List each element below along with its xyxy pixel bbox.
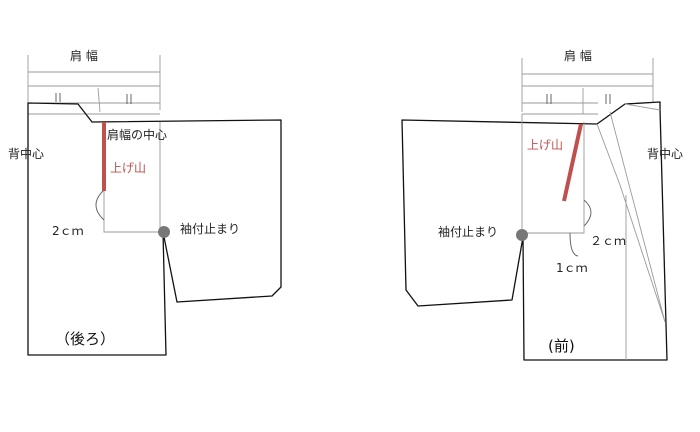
back-body-outline <box>27 102 282 356</box>
front-tuck-label: 上げ山 <box>527 138 563 152</box>
front-panel: 肩 幅 背中心 上げ山 ２ｃｍ 1ｃｍ 袖付止まり (前) <box>401 48 683 361</box>
front-body-outline <box>401 101 668 361</box>
back-sleeve-stop-dot <box>158 226 170 238</box>
front-equal-mark-right <box>605 94 611 104</box>
front-sleeve-stop-dot <box>516 229 528 241</box>
front-equal-mark-left <box>546 94 552 104</box>
front-shoulder-width-label: 肩 幅 <box>564 48 592 63</box>
back-allowance-label: 2ｃｍ <box>52 224 84 238</box>
back-allowance-curve <box>95 189 105 221</box>
back-shoulder-center-label: 肩幅の中心 <box>107 127 167 142</box>
front-armhole-box <box>521 114 585 234</box>
back-tuck-label: 上げ山 <box>110 161 146 175</box>
front-collar-band <box>596 103 666 323</box>
back-equal-mark-left <box>55 93 61 102</box>
front-caption: (前) <box>548 337 575 355</box>
front-sleeve-stop-label: 袖付止まり <box>438 224 498 239</box>
front-allowance-1cm-label: 1ｃｍ <box>556 261 588 275</box>
front-allowance-curve-2cm <box>583 199 592 227</box>
back-equal-mark-right <box>126 94 132 104</box>
front-allowance-2cm-label: ２ｃｍ <box>590 234 626 248</box>
back-center-label: 背中心 <box>8 146 44 161</box>
back-shoulder-center-guide <box>97 87 101 113</box>
back-shoulder-width-label: 肩 幅 <box>70 48 98 63</box>
back-sleeve-stop-label: 袖付止まり <box>180 221 240 236</box>
front-back-center-label: 背中心 <box>647 146 683 161</box>
front-allowance-curve-1cm <box>569 232 579 257</box>
front-tuck-line <box>562 123 583 202</box>
back-panel: 肩 幅 肩幅の中心 背中心 上げ山 2ｃｍ 袖付止まり （後ろ） <box>8 48 282 356</box>
back-caption: （後ろ） <box>55 330 115 348</box>
